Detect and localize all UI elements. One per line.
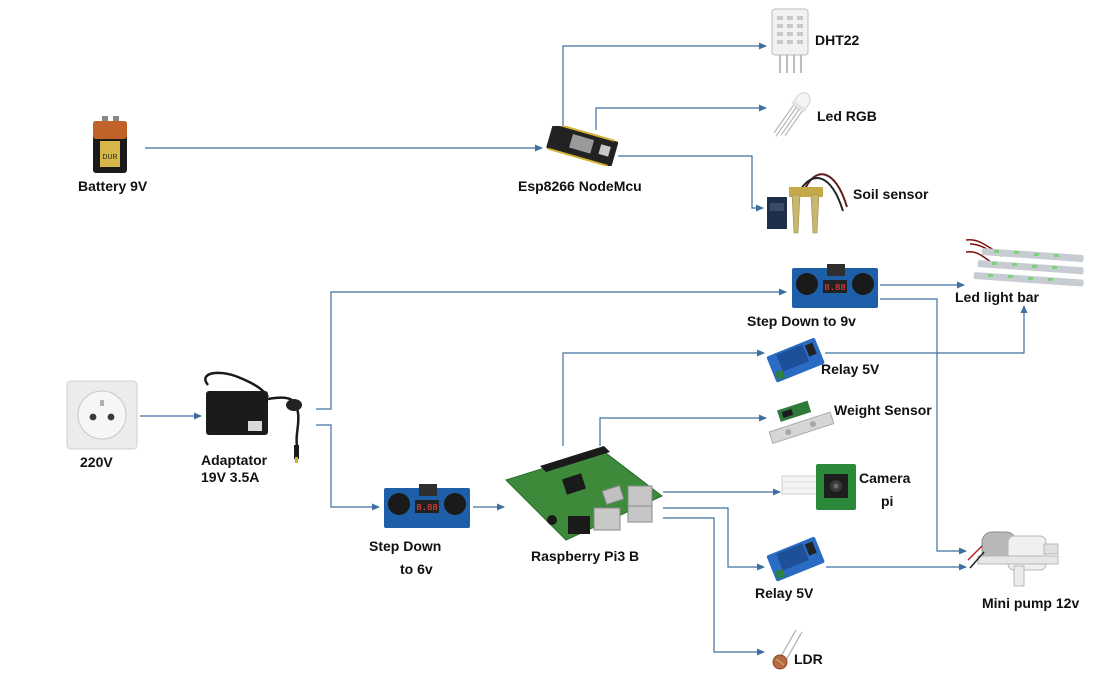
outlet-label: 220V <box>80 454 113 470</box>
soil-label: Soil sensor <box>853 186 929 202</box>
stepdown9-label: Step Down to 9v <box>747 313 856 329</box>
led-icon <box>773 92 811 137</box>
wire-nodemcu-soil <box>618 155 764 212</box>
weight-label: Weight Sensor <box>834 402 932 418</box>
svg-text:8.88: 8.88 <box>824 283 846 293</box>
relay-bot-label: Relay 5V <box>755 585 814 601</box>
wire-rpi-ldr <box>663 517 765 656</box>
adaptor-label-line1: Adaptator <box>201 452 268 468</box>
load-cell-icon <box>768 400 834 444</box>
camera-module-icon <box>781 464 856 510</box>
wire-stepdown9-pump <box>880 298 967 555</box>
stepdown6-label-line2: to 6v <box>400 561 433 577</box>
svg-text:8.88: 8.88 <box>416 503 438 513</box>
stepdown6-label-line1: Step Down <box>369 538 442 554</box>
raspberry-pi-board-icon <box>505 446 663 541</box>
led-strip-icon <box>965 238 1084 287</box>
dht22-label: DHT22 <box>815 32 860 48</box>
battery-icon: DUR <box>93 116 127 173</box>
led-bar-label: Led light bar <box>955 289 1039 305</box>
battery-label: Battery 9V <box>78 178 148 194</box>
led-rgb-label: Led RGB <box>817 108 877 124</box>
wire-relay-top-ledbar <box>825 305 1028 354</box>
nodemcu-label: Esp8266 NodeMcu <box>518 178 642 194</box>
wire-rpi-relay-top <box>562 349 765 446</box>
temperature-humidity-sensor-icon <box>771 8 809 73</box>
wire-adaptor-stepdown6 <box>316 424 380 511</box>
power-outlet-icon <box>66 380 138 450</box>
power-adapter-icon <box>204 371 302 463</box>
relay-top-label: Relay 5V <box>821 361 880 377</box>
microcontroller-board-icon <box>546 126 619 166</box>
wire-nodemcu-dht22 <box>562 42 767 128</box>
camera-label-line2: pi <box>881 493 894 509</box>
rpi-label: Raspberry Pi3 B <box>531 548 640 564</box>
wire-rpi-relay-bot <box>663 507 765 571</box>
adaptor-label-line2: 19V 3.5A <box>201 469 260 485</box>
svg-text:DUR: DUR <box>102 154 117 161</box>
buck-converter-icon: 8.88 <box>792 264 878 308</box>
relay-module-icon <box>766 536 825 582</box>
water-pump-icon <box>967 531 1059 587</box>
camera-label-line1: Camera <box>859 470 911 486</box>
wire-nodemcu-ledrgb <box>595 104 767 130</box>
wire-rpi-weight <box>599 414 767 446</box>
wire-adaptor-stepdown9 <box>316 288 787 410</box>
photoresistor-icon <box>772 629 803 670</box>
pump-label: Mini pump 12v <box>982 595 1080 611</box>
relay-module-icon <box>766 337 825 383</box>
ldr-label: LDR <box>794 651 823 667</box>
buck-converter-icon: 8.88 <box>384 484 470 528</box>
soil-moisture-probe-icon <box>767 173 848 234</box>
